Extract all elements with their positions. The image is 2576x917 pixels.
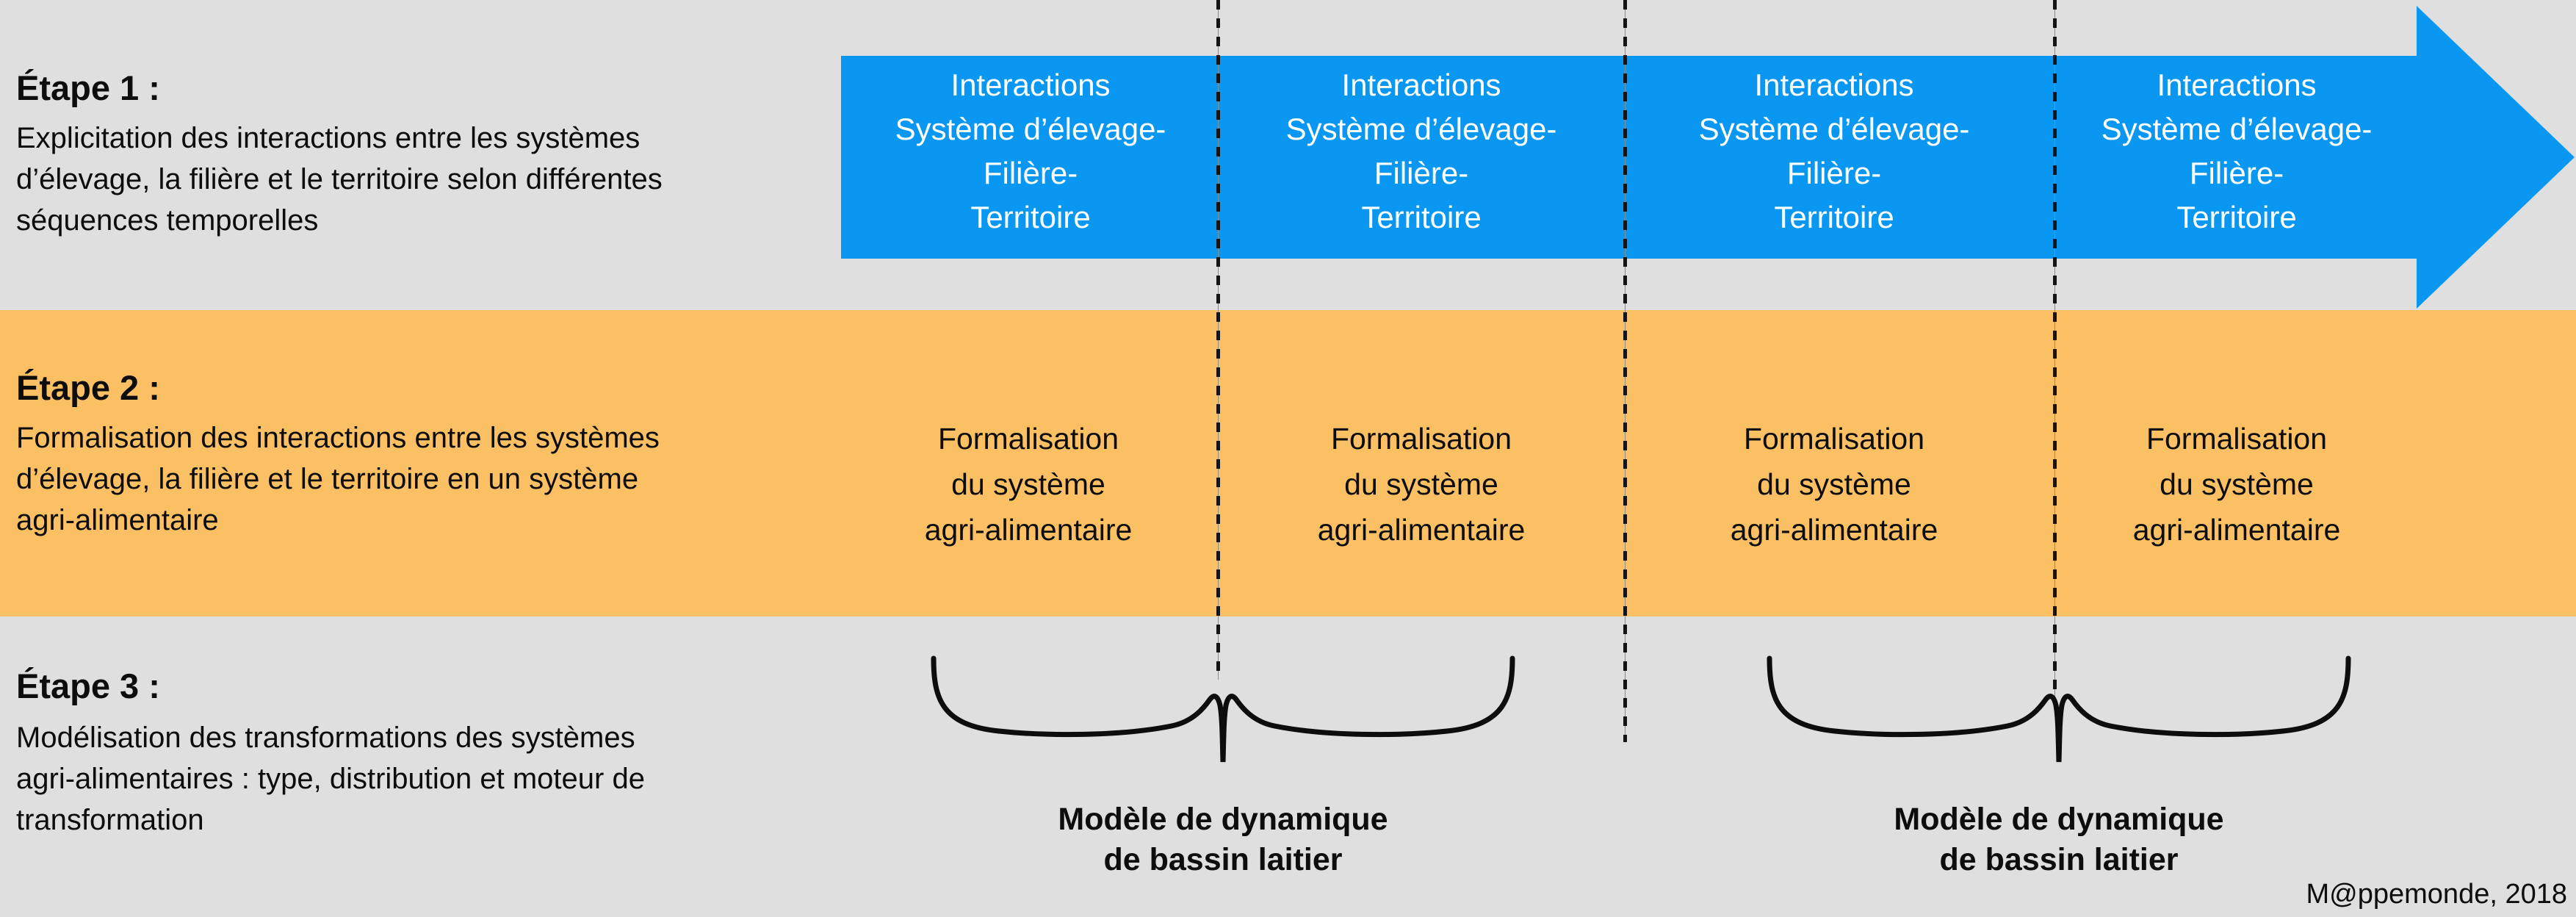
step1-description-line: séquences temporelles <box>16 204 319 237</box>
arrow-cell-line: Interactions <box>950 68 1111 102</box>
step2-description-line: d’élevage, la filière et le territoire e… <box>16 463 639 495</box>
formalisation-cell-line: Formalisation <box>1743 422 1925 456</box>
arrow-cell-line: Système d’élevage- <box>895 112 1166 146</box>
step1-description-line: Explicitation des interactions entre les… <box>16 122 641 154</box>
arrow-cell-line: Interactions <box>1754 68 1914 102</box>
step1-title: Étape 1 : <box>16 68 160 107</box>
formalisation-cell-2: Formalisation du système agri-alimentair… <box>1238 416 1605 553</box>
arrow-cell-line: Territoire <box>970 200 1091 234</box>
formalisation-cell-3: Formalisation du système agri-alimentair… <box>1650 416 2018 553</box>
dashed-separator-2 <box>1623 0 1627 742</box>
step3-description: Modélisation des transformations des sys… <box>16 717 831 841</box>
formalisation-cell-line: Formalisation <box>937 422 1119 456</box>
arrow-cell-line: Filière- <box>1374 156 1469 190</box>
formalisation-cell-line: agri-alimentaire <box>1317 513 1526 547</box>
arrow-cell-line: Filière- <box>1786 156 1882 190</box>
arrow-cell-line: Territoire <box>1774 200 1894 234</box>
model-label-line: Modèle de dynamique <box>1894 802 2224 837</box>
step3-description-line: agri-alimentaires : type, distribution e… <box>16 763 645 795</box>
formalisation-cell-line: du système <box>2160 467 2314 501</box>
dashed-separator-3 <box>2053 0 2057 698</box>
formalisation-cell-line: Formalisation <box>2146 422 2328 456</box>
arrow-cell-line: Filière- <box>2189 156 2284 190</box>
step2-description-line: Formalisation des interactions entre les… <box>16 422 660 454</box>
step2-description-line: agri-alimentaire <box>16 504 219 536</box>
step1-description-line: d’élevage, la filière et le territoire s… <box>16 163 663 195</box>
timeline-arrow: Interactions Système d’élevage- Filière-… <box>841 6 2575 309</box>
brace-icon <box>931 655 1515 763</box>
arrow-cell-line: Système d’élevage- <box>1698 112 1970 146</box>
model-label-line: Modèle de dynamique <box>1058 802 1388 837</box>
step2-title: Étape 2 : <box>16 368 160 407</box>
arrow-cell-line: Territoire <box>2176 200 2297 234</box>
step3-description-line: Modélisation des transformations des sys… <box>16 722 635 754</box>
step1-description: Explicitation des interactions entre les… <box>16 118 831 241</box>
formalisation-cell-line: agri-alimentaire <box>924 513 1133 547</box>
arrow-cell-3: Interactions Système d’élevage- Filière-… <box>1650 63 2018 240</box>
arrow-cell-4: Interactions Système d’élevage- Filière-… <box>2053 63 2420 240</box>
credit-text: M@ppemonde, 2018 <box>2306 879 2567 910</box>
arrow-cell-line: Système d’élevage- <box>1285 112 1557 146</box>
arrow-cell-line: Territoire <box>1361 200 1482 234</box>
step2-description: Formalisation des interactions entre les… <box>16 417 831 541</box>
dashed-separator-1 <box>1216 0 1220 680</box>
etape2-band <box>0 310 2576 616</box>
formalisation-cell-1: Formalisation du système agri-alimentair… <box>845 416 1212 553</box>
step3-title: Étape 3 : <box>16 666 160 705</box>
model-label-2: Modèle de dynamique de bassin laitier <box>1839 799 2279 880</box>
model-label-1: Modèle de dynamique de bassin laitier <box>1003 799 1443 880</box>
formalisation-cell-line: Formalisation <box>1330 422 1512 456</box>
arrow-cell-1: Interactions Système d’élevage- Filière-… <box>847 63 1214 240</box>
formalisation-cell-4: Formalisation du système agri-alimentair… <box>2053 416 2420 553</box>
step3-description-line: transformation <box>16 804 204 836</box>
formalisation-cell-line: du système <box>951 467 1105 501</box>
formalisation-cell-line: agri-alimentaire <box>1730 513 1938 547</box>
model-label-line: de bassin laitier <box>1939 842 2179 877</box>
arrow-cell-line: Filière- <box>983 156 1078 190</box>
formalisation-cell-line: du système <box>1757 467 1911 501</box>
arrow-cell-line: Système d’élevage- <box>2101 112 2373 146</box>
formalisation-cell-line: agri-alimentaire <box>2132 513 2341 547</box>
arrow-cell-line: Interactions <box>2157 68 2317 102</box>
model-label-line: de bassin laitier <box>1103 842 1343 877</box>
arrow-cell-line: Interactions <box>1341 68 1501 102</box>
formalisation-cell-line: du système <box>1344 467 1498 501</box>
arrow-cell-2: Interactions Système d’élevage- Filière-… <box>1238 63 1605 240</box>
brace-icon <box>1767 655 2351 763</box>
